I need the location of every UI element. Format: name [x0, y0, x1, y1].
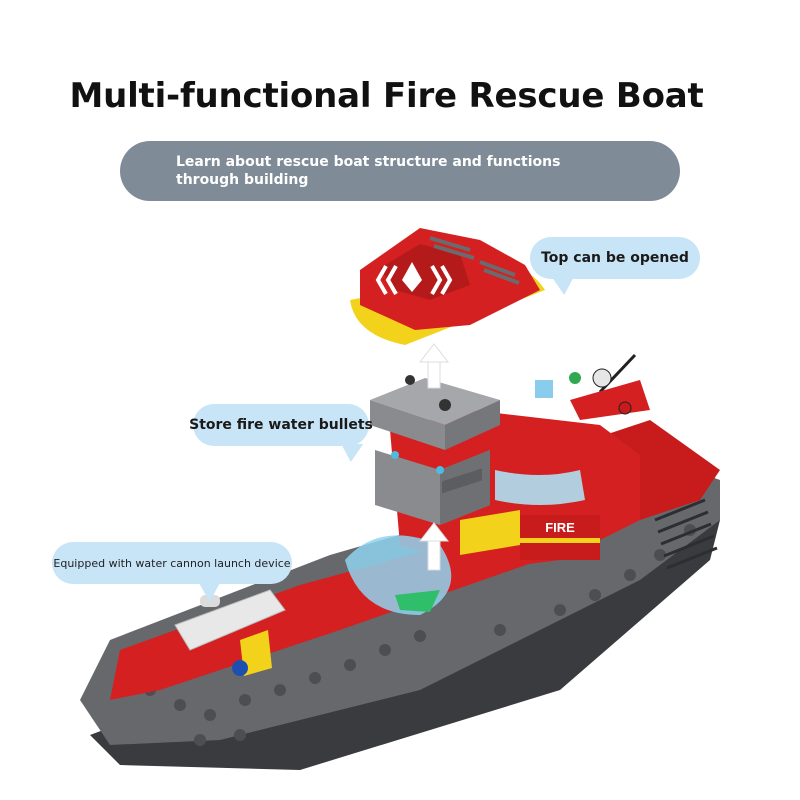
callout-cannon-text: Equipped with water cannon launch device [53, 556, 291, 570]
cabin-yellow-panel [460, 510, 520, 555]
cabin-label: FIRE [545, 520, 575, 535]
yellow-stripe [240, 630, 272, 676]
callout-store-text: Store fire water bullets [189, 417, 373, 433]
lift-arrow-lower [418, 522, 450, 571]
cabin-label-plate [520, 515, 600, 560]
callout-top-text: Top can be opened [541, 250, 689, 266]
storage-box [370, 375, 500, 525]
subtitle-text: Learn about rescue boat structure and fu… [176, 154, 561, 188]
lift-arrow-upper [418, 343, 450, 389]
rear-grill [654, 498, 718, 570]
callout-top-opens: Top can be opened [530, 237, 700, 295]
callout-store-bullets: Store fire water bullets [189, 404, 373, 462]
cabin-lid [350, 228, 545, 345]
subtitle-banner: Learn about rescue boat structure and fu… [120, 141, 680, 201]
page-title: Multi-functional Fire Rescue Boat [69, 76, 704, 116]
water-cannon [174, 589, 286, 676]
callout-water-cannon: Equipped with water cannon launch device [52, 542, 292, 602]
antenna-mast [569, 353, 650, 420]
